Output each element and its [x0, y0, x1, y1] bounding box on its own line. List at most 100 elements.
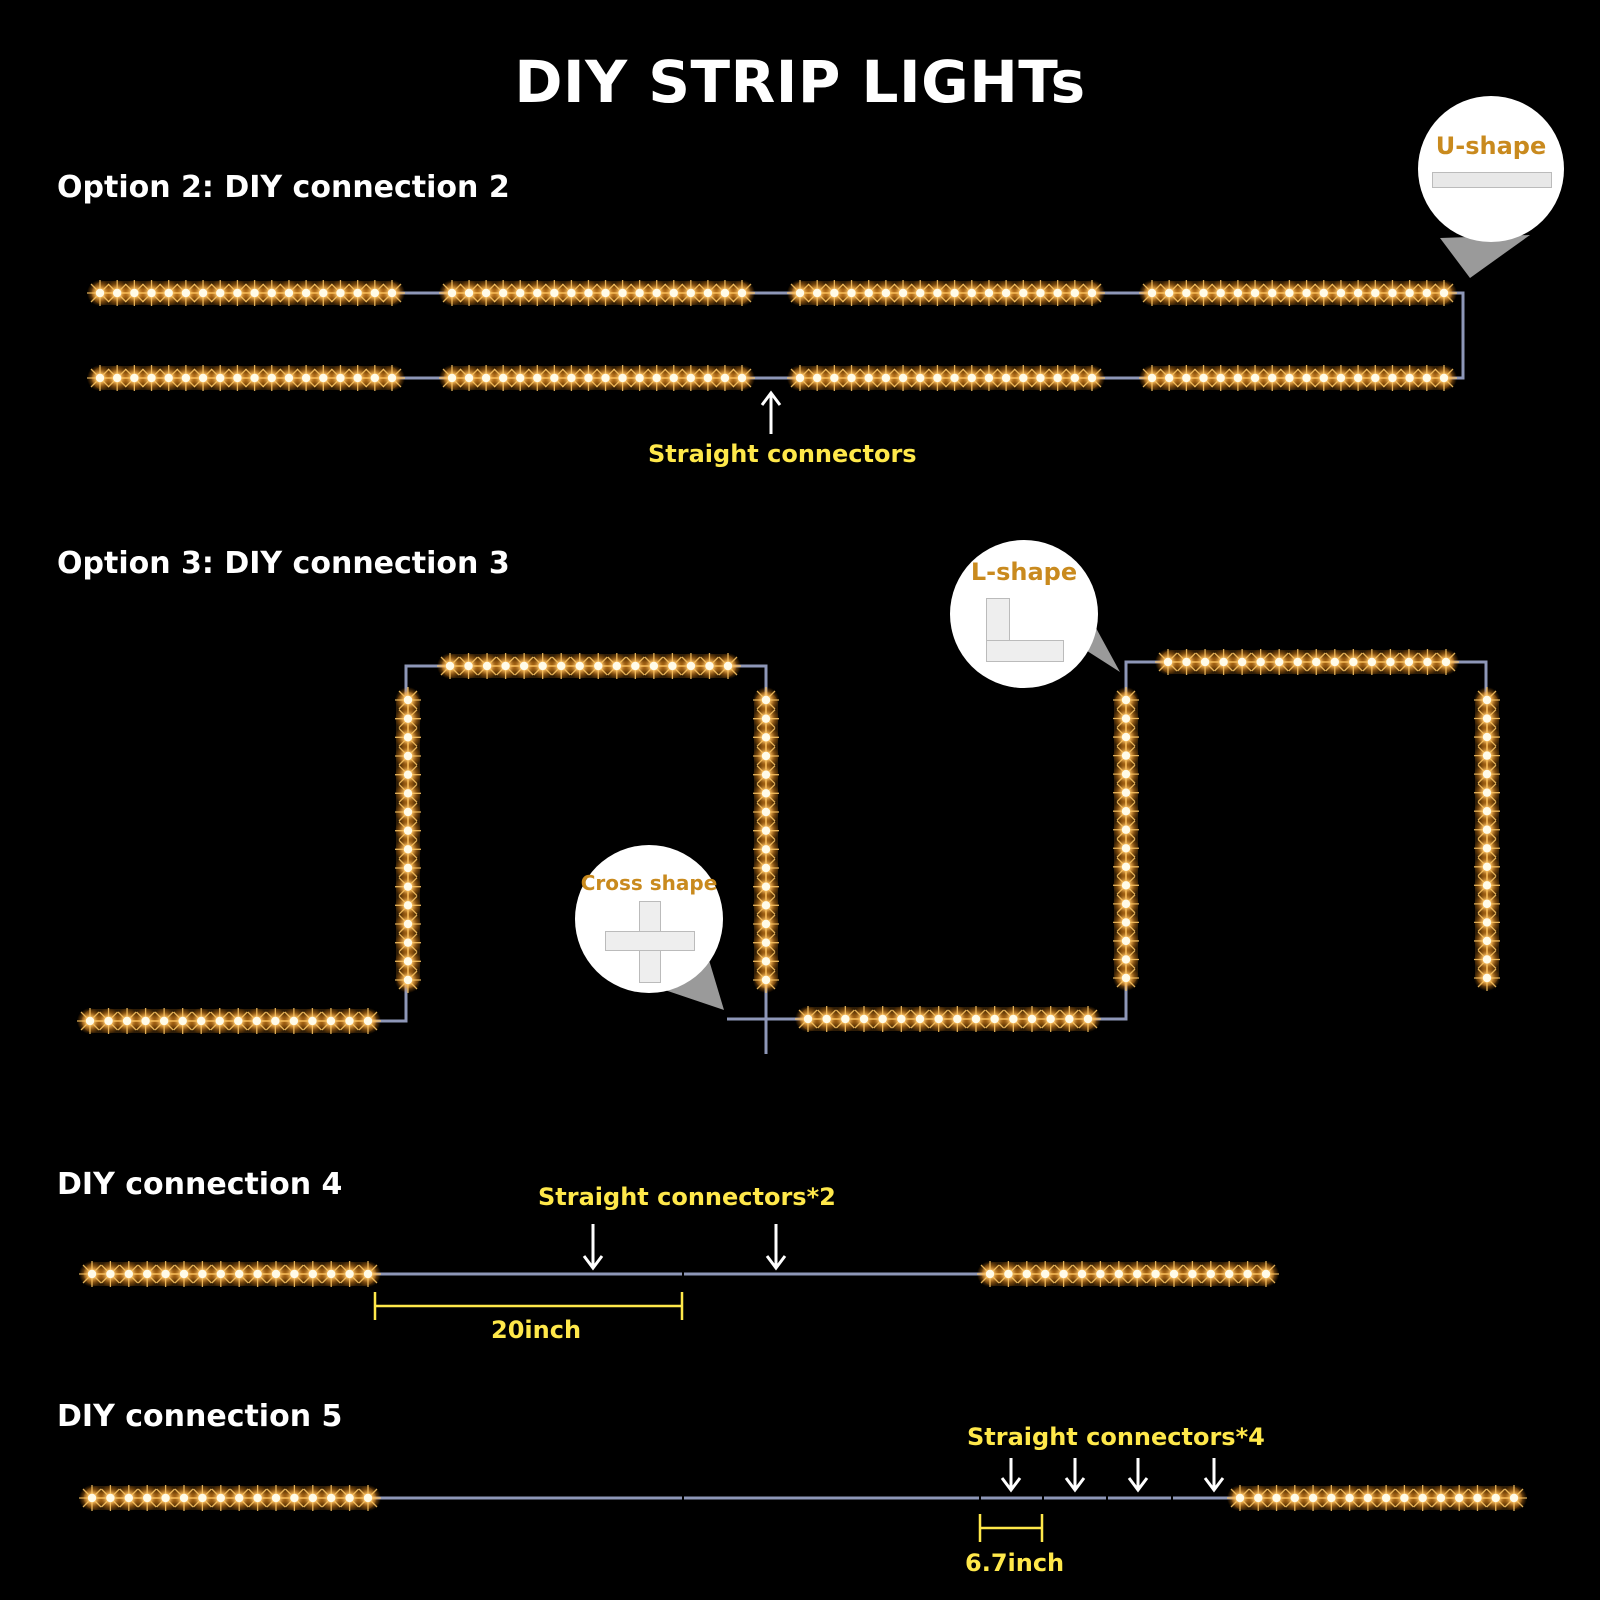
led-chip — [1318, 1485, 1345, 1511]
led-strip — [1113, 687, 1139, 991]
led-chip — [529, 653, 556, 679]
led-chip — [1474, 798, 1500, 825]
led-chip — [207, 1261, 234, 1287]
led-chip — [1266, 649, 1293, 675]
led-chip — [1227, 1485, 1253, 1511]
l-shape-connector-arm — [986, 640, 1064, 662]
led-chip — [1427, 1485, 1454, 1511]
option2-straight-connectors-label: Straight connectors — [648, 440, 917, 468]
led-chip — [963, 1006, 989, 1032]
led-chip — [97, 1485, 124, 1511]
led-strip — [395, 687, 421, 993]
led-chip — [79, 1261, 105, 1287]
led-chip — [1155, 649, 1181, 675]
led-chip — [1284, 649, 1311, 675]
led-chip — [1113, 909, 1139, 936]
led-chip — [299, 1008, 326, 1034]
led-chip — [753, 855, 779, 881]
led-strip — [1155, 649, 1459, 675]
led-chip — [869, 1006, 896, 1032]
led-chip — [1433, 649, 1459, 675]
cross-shape-label: Cross shape — [580, 871, 718, 895]
led-chip — [79, 1485, 105, 1511]
led-chip — [1075, 1006, 1101, 1032]
led-chip — [244, 1485, 271, 1511]
led-chip — [1358, 649, 1385, 675]
led-chip — [1474, 927, 1500, 954]
led-chip — [336, 1008, 363, 1034]
led-chip — [206, 1008, 233, 1034]
led-chip — [753, 911, 779, 937]
led-strip — [1474, 687, 1500, 991]
led-chip — [1501, 1485, 1527, 1511]
led-chip — [1113, 853, 1139, 880]
led-strip — [439, 280, 755, 306]
led-chip — [395, 799, 421, 825]
led-chip — [1464, 1485, 1491, 1511]
led-chip — [659, 653, 686, 679]
led-chip — [1113, 705, 1139, 732]
led-chip — [888, 1006, 915, 1032]
led-strip — [977, 1261, 1279, 1287]
led-chip — [1050, 1261, 1077, 1287]
led-chip — [1113, 965, 1139, 991]
connection5-measure-label: 6.7inch — [965, 1549, 1065, 1577]
led-chip — [114, 1008, 141, 1034]
led-chip — [355, 1008, 381, 1034]
led-strip — [439, 365, 755, 391]
led-strip — [1227, 1485, 1527, 1511]
led-chip — [1142, 1261, 1169, 1287]
led-chip — [715, 653, 741, 679]
led-chip — [395, 911, 421, 937]
led-chip — [1321, 649, 1348, 675]
led-chip — [225, 1008, 252, 1034]
cross-shape-connector-arm — [605, 931, 695, 951]
led-chip — [753, 817, 779, 844]
led-chip — [1069, 1261, 1095, 1287]
led-chip — [395, 892, 421, 919]
led-chip — [1474, 705, 1500, 732]
led-chip — [1113, 687, 1139, 713]
led-chip — [355, 1485, 381, 1511]
led-chip — [152, 1485, 179, 1511]
led-chip — [97, 1261, 124, 1287]
led-chip — [813, 1006, 840, 1032]
led-chip — [132, 1008, 159, 1034]
led-chip — [1474, 946, 1500, 973]
led-chip — [753, 799, 779, 825]
led-chip — [1474, 890, 1500, 917]
led-chip — [395, 761, 421, 788]
led-chip — [207, 1485, 234, 1511]
led-chip — [395, 687, 421, 713]
led-chip — [355, 1261, 381, 1287]
led-chip — [318, 1485, 345, 1511]
led-chip — [1395, 649, 1422, 675]
led-chip — [1113, 798, 1139, 825]
led-chip — [995, 1261, 1022, 1287]
led-chip — [263, 1261, 289, 1287]
u-shape-callout-bubble: U-shape — [1418, 96, 1564, 242]
down-arrow-icon — [1127, 1458, 1149, 1493]
led-strip — [753, 687, 779, 993]
led-chip — [1113, 835, 1139, 862]
led-strip — [795, 1006, 1101, 1032]
led-chip — [318, 1261, 345, 1287]
led-chip — [226, 1485, 253, 1511]
led-chip — [753, 761, 779, 788]
led-chip — [395, 836, 421, 863]
led-chip — [1113, 724, 1139, 751]
led-chip — [753, 948, 779, 975]
led-strip — [87, 280, 405, 306]
connection4-measure-label: 20inch — [491, 1316, 582, 1344]
annotation-group — [373, 235, 1530, 1542]
led-chip — [244, 1261, 271, 1287]
led-chip — [395, 855, 421, 881]
led-chip — [1474, 724, 1500, 751]
led-strip — [87, 365, 405, 391]
led-chip — [1113, 761, 1139, 788]
led-chip — [437, 653, 463, 679]
led-chip — [188, 1008, 215, 1034]
led-chip — [189, 1261, 216, 1287]
led-chip — [753, 705, 779, 732]
led-chip — [1300, 1485, 1327, 1511]
